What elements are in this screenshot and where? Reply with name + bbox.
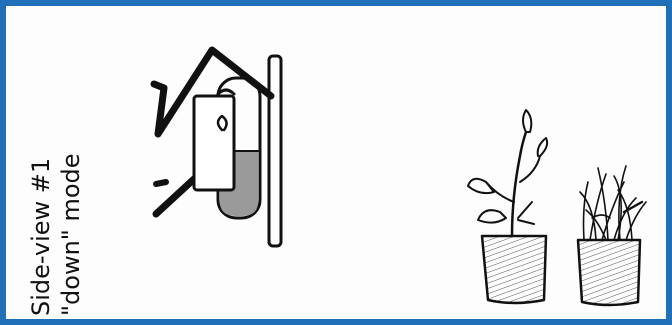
sketch-drawing bbox=[6, 6, 666, 319]
leafy-plant-icon bbox=[468, 110, 547, 303]
device-drawing-icon bbox=[154, 50, 281, 246]
grass-pot-icon bbox=[578, 166, 646, 305]
